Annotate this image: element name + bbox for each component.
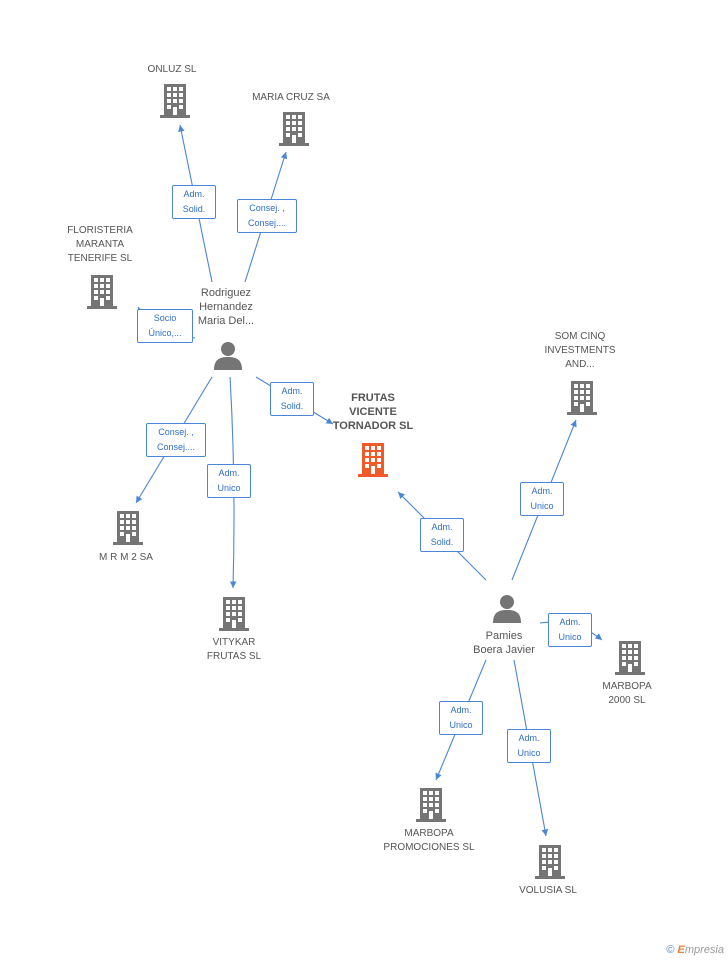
edge-label-adm-unico: Adm. Unico [439, 701, 483, 735]
edge-label-adm-solid: Adm. Solid. [270, 382, 314, 416]
node-label-pamies[interactable]: Pamies Boera Javier [473, 630, 535, 656]
node-label-volusia[interactable]: VOLUSIA SL [519, 885, 577, 896]
edge-label-consej: Consej. , Consej.... [146, 423, 206, 457]
node-label-marbopa-2000[interactable]: MARBOPA 2000 SL [602, 681, 652, 706]
person-icon-rodriguez[interactable] [214, 342, 242, 370]
building-icon-onluz[interactable] [160, 84, 190, 118]
edge-label-socio-unico: Socio Único,... [137, 309, 193, 343]
footer-brand: © Empresia [666, 944, 724, 956]
node-label-maria-cruz[interactable]: MARIA CRUZ SA [252, 92, 330, 103]
building-icon-volusia[interactable] [535, 845, 565, 879]
edge-label-adm-unico: Adm. Unico [548, 613, 592, 647]
building-icon-marbopa-2000[interactable] [615, 641, 645, 675]
node-label-marbopa-promociones[interactable]: MARBOPA PROMOCIONES SL [383, 828, 475, 853]
edge-label-consej: Consej. , Consej.... [237, 199, 297, 233]
edge-label-adm-unico: Adm. Unico [520, 482, 564, 516]
node-label-rodriguez[interactable]: Rodriguez Hernandez Maria Del... [197, 287, 255, 327]
building-icon-vitykar[interactable] [219, 597, 249, 631]
node-label-frutas[interactable]: FRUTAS VICENTE TORNADOR SL [332, 392, 414, 432]
building-icon-maria-cruz[interactable] [279, 112, 309, 146]
node-label-floristeria[interactable]: FLORISTERIA MARANTA TENERIFE SL [67, 225, 133, 264]
building-icon-som-cinq[interactable] [567, 381, 597, 415]
building-icon-frutas-main[interactable] [358, 443, 388, 477]
node-label-onluz[interactable]: ONLUZ SL [147, 64, 197, 75]
person-icon-pamies[interactable] [493, 595, 521, 623]
building-icon-marbopa-promociones[interactable] [416, 788, 446, 822]
building-icon-mrm2[interactable] [113, 511, 143, 545]
node-label-vitykar[interactable]: VITYKAR FRUTAS SL [206, 637, 262, 662]
empresia-logo[interactable]: Empresia [677, 944, 724, 956]
edge-label-adm-unico: Adm. Unico [207, 464, 251, 498]
copyright-icon: © [666, 944, 675, 956]
edge-label-adm-solid: Adm. Solid. [420, 518, 464, 552]
node-label-som-cinq[interactable]: SOM CINQ INVESTMENTS AND... [544, 331, 616, 370]
edge-label-adm-solid: Adm. Solid. [172, 185, 216, 219]
edge-label-adm-unico: Adm. Unico [507, 729, 551, 763]
node-label-mrm2[interactable]: M R M 2 SA [99, 552, 153, 563]
building-icon-floristeria[interactable] [87, 275, 117, 309]
